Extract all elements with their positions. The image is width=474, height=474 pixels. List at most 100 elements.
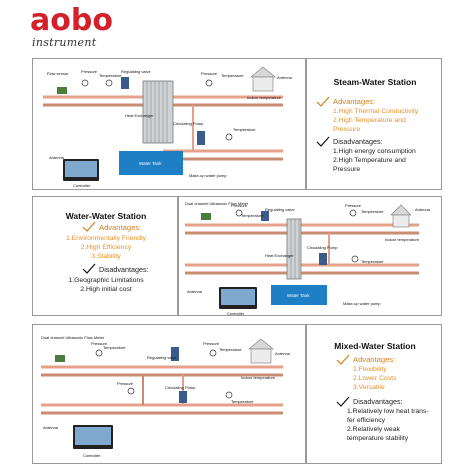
label-pressure: Pressure xyxy=(231,203,248,208)
house-icon xyxy=(250,66,276,92)
brand-logo: aobo instrument xyxy=(30,3,113,54)
label-indoor-temperature: Indoor temperature xyxy=(385,237,420,242)
disadvantage-item: fer efficiency xyxy=(347,417,386,424)
label-flow-sensor: Flow sensor xyxy=(47,71,69,76)
pressure-gauge-icon xyxy=(105,79,113,87)
label-circulating-pump: Circulating Pump xyxy=(165,385,196,390)
disadvantages-title: Disadvantages: xyxy=(353,397,403,406)
label-heat-exchanger: Heat Exchanger xyxy=(265,253,294,258)
info-panel-steam-water: Steam-Water Station Advantages: 1.High T… xyxy=(306,58,442,190)
advantages-title: Advantages: xyxy=(353,355,396,364)
disadvantage-item: 2.High initial cost xyxy=(80,286,132,293)
circulating-pump-icon xyxy=(179,391,187,403)
disadvantage-item: 1.Relatively low heat trans- xyxy=(347,408,429,415)
disadvantage-item: 2.Relatively weak xyxy=(347,426,400,433)
label-antenna-2: Antenna xyxy=(43,425,59,430)
label-temperature-3: Temperature xyxy=(231,399,254,404)
advantage-item: Pressure xyxy=(333,126,361,133)
label-temperature: Temperature xyxy=(99,73,122,78)
label-regulating-valve: Regulating valve xyxy=(265,207,295,212)
water-water-diagram: Dual channel Ultrasonic Flow Meter Press… xyxy=(185,201,431,316)
check-icon xyxy=(82,263,96,274)
circulating-pump-icon xyxy=(197,131,205,145)
label-temperature: Temperature xyxy=(103,345,126,350)
pressure-gauge-icon xyxy=(225,133,233,141)
label-circulating-pump: Circulating Pump xyxy=(307,245,338,250)
pressure-gauge-icon xyxy=(127,387,135,395)
pressure-gauge-icon xyxy=(95,349,103,357)
label-controller: Controller xyxy=(227,311,245,316)
label-pressure: Pressure xyxy=(81,69,98,74)
water-tank-icon xyxy=(119,151,183,175)
disadvantage-item: 2.High Temperature and xyxy=(333,157,406,164)
label-makeup-water-pump: Make-up water pump xyxy=(343,301,381,306)
house-icon xyxy=(390,204,412,228)
disadvantage-item: 1.Geographic Limitations xyxy=(68,277,144,284)
label-water-tank: Water Tank xyxy=(139,161,162,166)
label-temperature-3: Temperature xyxy=(233,127,256,132)
advantages-title: Advantages: xyxy=(333,97,376,106)
label-makeup-water-pump: Make-up water pump xyxy=(189,173,227,178)
regulating-valve-icon xyxy=(171,347,179,361)
advantage-item: 2.Lower Costs xyxy=(353,375,397,382)
label-antenna-2: Antenna xyxy=(187,289,203,294)
label-temperature-2: Temperature xyxy=(221,73,244,78)
label-regulating-valve: Regulating valve xyxy=(121,69,151,74)
disadvantages-title: Disadvantages: xyxy=(99,265,149,274)
pressure-gauge-icon xyxy=(205,79,213,87)
advantage-item: 2.High Efficiency xyxy=(80,244,132,251)
label-controller: Controller xyxy=(73,183,91,188)
label-pressure-2: Pressure xyxy=(345,203,362,208)
check-icons xyxy=(316,96,330,147)
heat-exchanger-icon xyxy=(286,218,302,280)
label-flow-meter: Dual channel Ultrasonic Flow Meter xyxy=(41,335,105,340)
label-temperature: Temperature xyxy=(241,213,264,218)
check-icon xyxy=(82,221,96,232)
label-pressure: Pressure xyxy=(91,341,108,346)
brand-name: aobo xyxy=(30,3,113,38)
label-water-tank: Water Tank xyxy=(287,293,310,298)
label-flow-meter: Dual channel Ultrasonic Flow Meter xyxy=(185,201,249,206)
info-panel-mixed-water: Mixed-Water Station Advantages: 1.Flexib… xyxy=(306,324,442,464)
label-antenna-2: Antenna xyxy=(49,155,65,160)
flow-sensor-icon xyxy=(57,87,67,94)
advantage-item: 2.High Temperature and xyxy=(333,117,406,124)
label-antenna: Antenna xyxy=(277,75,293,80)
label-pressure-3: Pressure xyxy=(117,381,134,386)
house-icon xyxy=(248,338,274,364)
pressure-gauge-icon xyxy=(235,209,243,217)
pressure-gauge-icon xyxy=(351,255,359,263)
check-icon xyxy=(316,96,330,107)
advantage-item: 3.Stability xyxy=(91,253,121,260)
disadvantage-item: Pressure xyxy=(333,166,361,173)
advantage-item: 3.Versatile xyxy=(353,384,385,391)
disadvantage-item: temperature stability xyxy=(347,435,409,442)
brand-tagline: instrument xyxy=(32,36,97,49)
label-controller: Controller xyxy=(83,453,101,458)
title-water-water: Water-Water Station xyxy=(65,211,147,221)
disadvantages-title: Disadvantages: xyxy=(333,137,383,146)
heat-exchanger-icon xyxy=(142,80,174,144)
advantage-item: 1.Environmentally Friendly xyxy=(65,235,147,242)
pressure-gauge-icon xyxy=(81,79,89,87)
check-icon xyxy=(336,396,350,407)
diagram-panel-mixed-water: Dual channel Ultrasonic Flow Meter Press… xyxy=(32,324,306,464)
check-icons xyxy=(336,354,350,407)
check-icon xyxy=(336,354,350,365)
title-mixed-water: Mixed-Water Station xyxy=(334,341,416,351)
label-temperature-2: Temperature xyxy=(361,209,384,214)
label-pressure-2: Pressure xyxy=(203,341,220,346)
label-temperature-3: Temperature xyxy=(361,259,384,264)
info-panel-water-water: Water-Water Station Advantages: 1.Enviro… xyxy=(32,196,178,316)
diagram-panel-steam-water: Flow sensor Pressure Temperature Regulat… xyxy=(32,58,306,190)
water-tank-icon xyxy=(271,285,327,305)
controller-icon xyxy=(73,425,113,449)
advantage-item: 1.Flexibility xyxy=(353,366,387,373)
disadvantage-item: 1.High energy consumption xyxy=(333,148,416,155)
controller-icon xyxy=(63,159,99,181)
controller-icon xyxy=(219,287,257,309)
check-icons xyxy=(82,221,96,274)
label-antenna: Antenna xyxy=(275,351,291,356)
flow-meter-icon xyxy=(55,355,65,362)
regulating-valve-icon xyxy=(261,211,269,221)
